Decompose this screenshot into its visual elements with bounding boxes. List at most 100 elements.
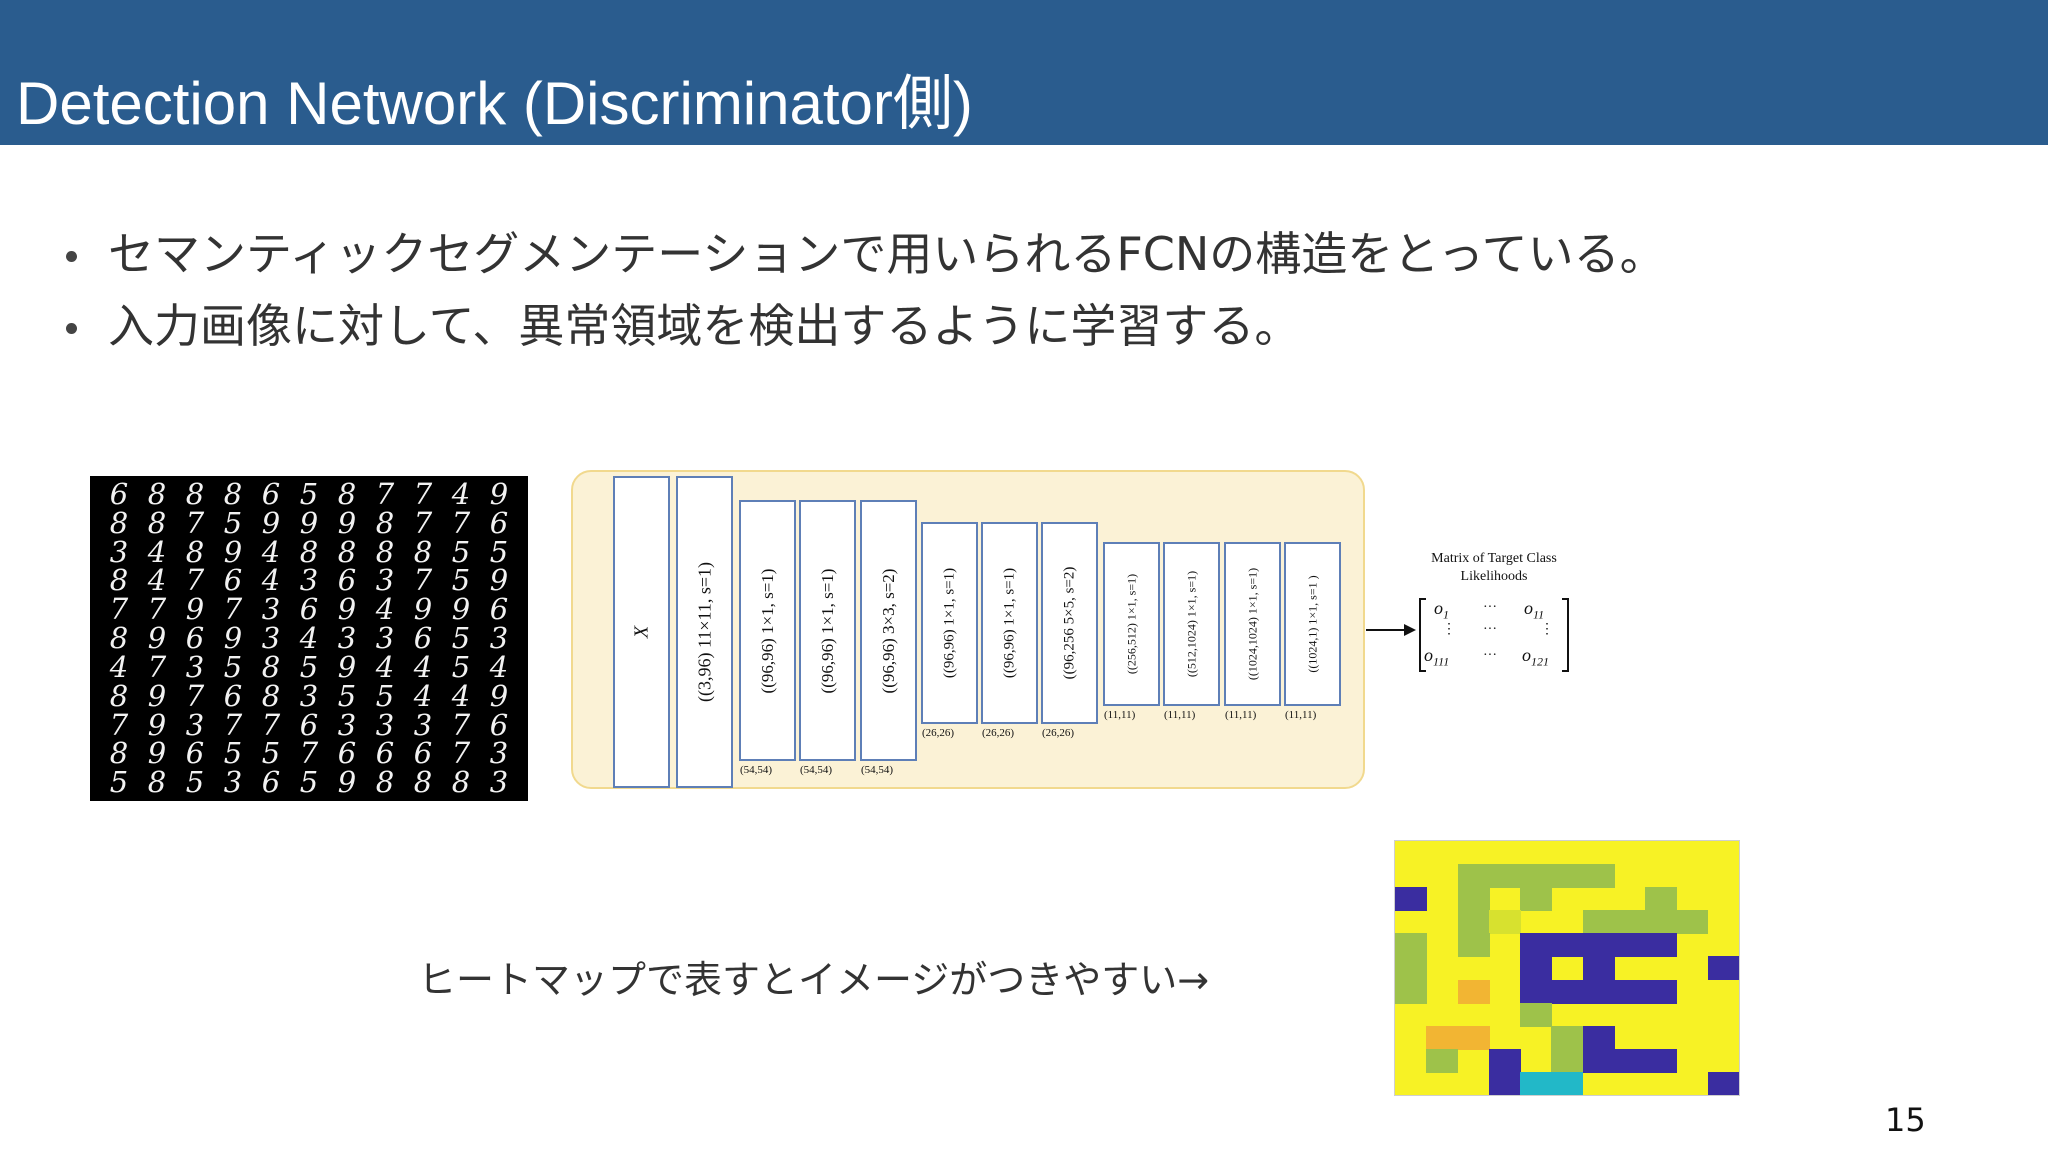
digit-glyph: 7 [223, 592, 243, 627]
heatmap-cell [1551, 979, 1584, 1004]
digit-glyph: 4 [413, 649, 433, 684]
digit-glyph: 9 [337, 592, 357, 627]
digit-glyph: 3 [299, 563, 319, 598]
digit-glyph: 9 [223, 534, 243, 569]
digit-glyph: 8 [185, 534, 205, 569]
heatmap-cell [1488, 910, 1521, 935]
layer-dims-label: (54,54) [800, 764, 833, 776]
heatmap-cell [1520, 933, 1553, 958]
heatmap-cell [1520, 864, 1553, 889]
matrix-vdots: ⋮ [1442, 622, 1456, 637]
digit-glyph: 6 [489, 707, 509, 742]
digit-glyph: 4 [109, 649, 129, 684]
digit-glyph: 8 [109, 736, 129, 771]
digit-glyph: 5 [299, 765, 319, 800]
output-arrow-line [1366, 629, 1408, 631]
heatmap-cell [1395, 979, 1427, 1004]
digit-glyph: 8 [109, 563, 129, 598]
digit-glyph: 7 [185, 563, 205, 598]
heatmap-cell [1582, 1048, 1615, 1073]
heatmap-cell [1488, 864, 1521, 889]
digit-glyph: 9 [147, 621, 167, 656]
digit-glyph: 3 [337, 707, 357, 742]
heatmap-cell [1645, 1048, 1678, 1073]
digit-glyph: 5 [489, 534, 509, 569]
digit-glyph: 5 [261, 736, 281, 771]
digit-glyph: 9 [147, 707, 167, 742]
heatmap-cell [1457, 864, 1490, 889]
slide-title: Detection Network (Discriminator側) [16, 70, 973, 137]
layer-label: ((512,1024) 1×1, s=1) [1184, 570, 1198, 678]
heatmap-cell [1520, 1002, 1553, 1027]
title-bar: Detection Network (Discriminator側) [0, 0, 2048, 145]
layer-dims-label: (11,11) [1104, 709, 1136, 721]
digit-glyph: 5 [185, 765, 205, 800]
heatmap-cell [1457, 887, 1490, 912]
digit-glyph: 8 [109, 678, 129, 713]
layer-block: ((256,512) 1×1, s=1) [1103, 542, 1160, 706]
digit-glyph: 8 [109, 621, 129, 656]
matrix-title: Matrix of Target Class Likelihoods [1431, 551, 1557, 584]
layer-block: ((96,256 5×5, s=2) [1041, 522, 1098, 724]
layer-dims-label: (26,26) [1042, 727, 1075, 739]
layer-block: ((96,96) 1×1, s=1) [799, 500, 856, 761]
digit-glyph: 8 [109, 505, 129, 540]
digit-glyph: 5 [375, 678, 395, 713]
digit-glyph: 9 [223, 621, 243, 656]
heatmap-cell [1582, 933, 1615, 958]
digit-glyph: 3 [489, 736, 509, 771]
digit-glyph: 3 [109, 534, 129, 569]
digit-glyph: 7 [223, 707, 243, 742]
digit-glyph: 5 [109, 765, 129, 800]
digit-glyph: 4 [375, 592, 395, 627]
layer-dims-label: (11,11) [1225, 709, 1257, 721]
digit-glyph: 7 [109, 707, 129, 742]
layer-dims-label: (54,54) [861, 764, 894, 776]
digit-glyph: 3 [375, 563, 395, 598]
matrix-left-bracket [1419, 598, 1426, 672]
layer-label: X [630, 625, 652, 639]
heatmap-cell [1395, 956, 1427, 981]
digit-glyph: 4 [489, 649, 509, 684]
digit-glyph: 5 [451, 563, 471, 598]
heatmap-cell [1551, 864, 1584, 889]
digit-glyph: 8 [337, 477, 357, 511]
heatmap-cell [1520, 1071, 1553, 1095]
digit-glyph: 4 [261, 563, 281, 598]
layer-label: ((96,96) 1×1, s=1) [817, 568, 837, 693]
bullet-list: セマンティックセグメンテーションで用いられるFCNの構造をとっている。 入力画像… [66, 218, 2006, 362]
arrow-right-icon [1404, 624, 1416, 636]
digit-glyph: 6 [223, 563, 243, 598]
heatmap-cell [1582, 864, 1615, 889]
heatmap-cell [1488, 1071, 1521, 1095]
layer-label: ((96,256 5×5, s=2) [1061, 566, 1077, 680]
digit-glyph: 6 [489, 592, 509, 627]
digit-glyph: 4 [413, 678, 433, 713]
digit-glyph: 3 [299, 678, 319, 713]
digit-glyph: 7 [451, 505, 471, 540]
matrix-entry-bottom-left: o111 [1424, 645, 1450, 669]
digit-glyph: 6 [261, 477, 281, 511]
digit-glyph: 3 [223, 765, 243, 800]
digit-glyph: 8 [299, 534, 319, 569]
heatmap-cell [1645, 933, 1678, 958]
layer-label: ((256,512) 1×1, s=1) [1124, 573, 1138, 675]
digit-glyph: 4 [451, 678, 471, 713]
layer-block: X [613, 476, 670, 788]
digit-glyph: 6 [337, 736, 357, 771]
digit-glyph: 5 [451, 534, 471, 569]
digit-glyph: 7 [109, 592, 129, 627]
digit-glyph: 6 [299, 707, 319, 742]
digit-glyph: 3 [375, 707, 395, 742]
matrix-entry-top-left: o1 [1434, 598, 1449, 622]
digit-glyph: 6 [261, 765, 281, 800]
heatmap-caption: ヒートマップで表すとイメージがつきやすい→ [418, 958, 1210, 1002]
layer-label: ((3,96) 11×11, s=1) [694, 562, 714, 702]
heatmap-cell [1520, 979, 1553, 1004]
digit-glyph: 8 [375, 765, 395, 800]
digit-glyph: 8 [261, 649, 281, 684]
heatmap-cell [1582, 956, 1615, 981]
digit-glyph: 7 [261, 707, 281, 742]
matrix-hdots: ··· [1483, 648, 1497, 663]
digit-glyph: 8 [223, 477, 243, 511]
